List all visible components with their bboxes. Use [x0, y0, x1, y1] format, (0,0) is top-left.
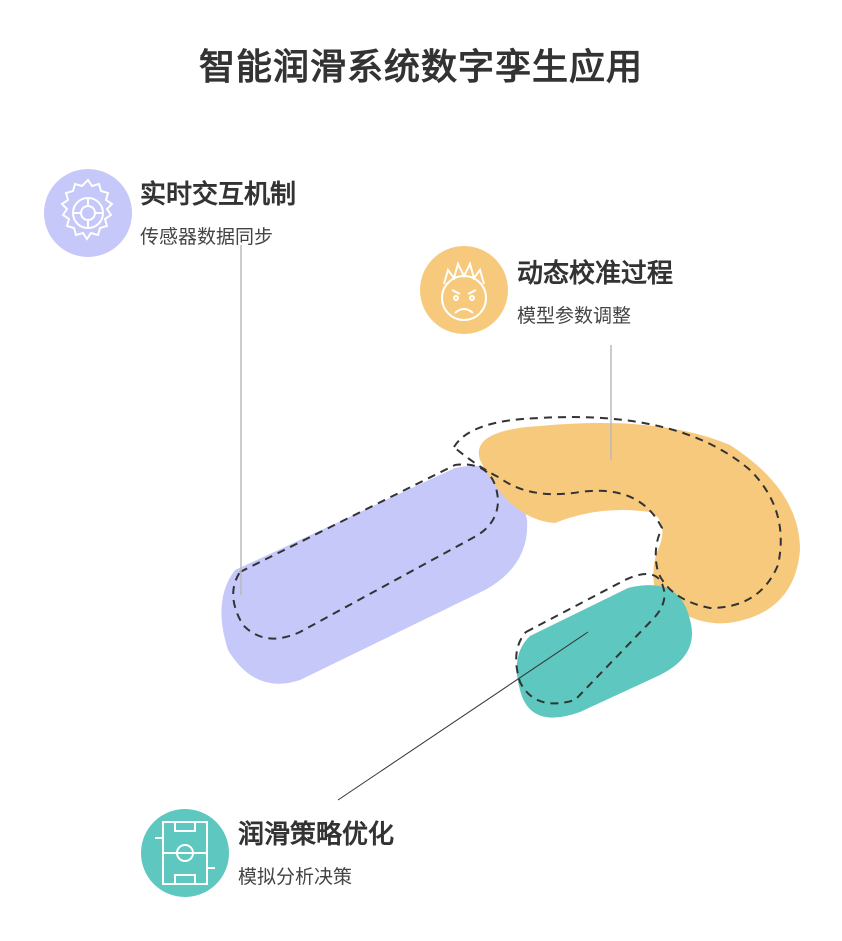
- soccer-field-icon: [141, 809, 229, 897]
- shape-orange-crescent: [478, 423, 800, 624]
- item-title-strategy: 润滑策略优化: [238, 820, 395, 850]
- shape-purple-bar: [221, 465, 528, 684]
- item-title-realtime: 实时交互机制: [140, 180, 297, 210]
- dashed-outline-orange: [452, 416, 782, 610]
- angry-face-icon: [420, 246, 508, 334]
- shape-teal-bar: [516, 585, 692, 718]
- leader-line-strategy: [337, 631, 589, 801]
- dashed-outline-teal: [515, 573, 666, 705]
- page-title: 智能润滑系统数字孪生应用: [198, 47, 643, 88]
- item-subtitle-calibration: 模型参数调整: [517, 305, 632, 327]
- item-subtitle-strategy: 模拟分析决策: [238, 866, 353, 888]
- gear-target-icon: [44, 169, 132, 257]
- item-subtitle-realtime: 传感器数据同步: [140, 226, 274, 248]
- item-title-calibration: 动态校准过程: [517, 259, 674, 289]
